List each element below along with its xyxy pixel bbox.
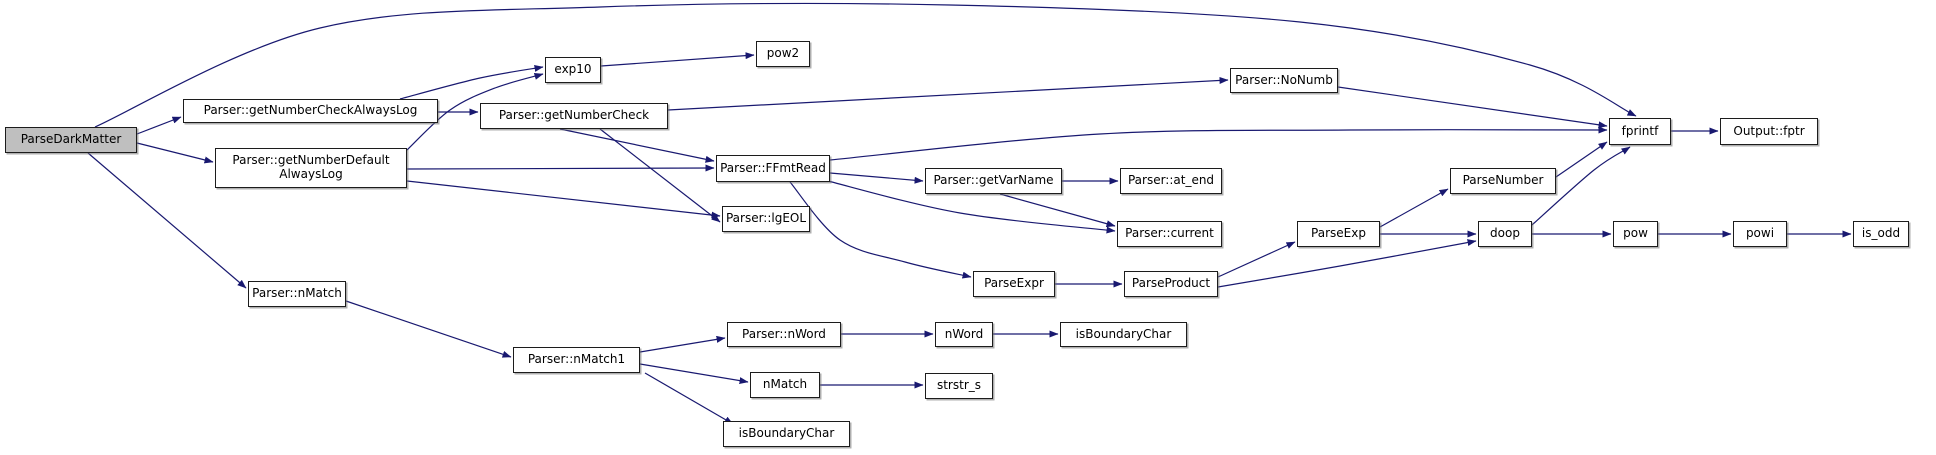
node-is-odd[interactable]: is_odd	[1853, 221, 1909, 247]
edge-get-number-check-to-ffmt-read	[559, 128, 715, 163]
edge-get-number-default-always-log-to-lgeol	[406, 180, 721, 219]
edge-parse-dark-matter-to-get-number-check-always-log	[136, 116, 182, 135]
edge-get-number-default-always-log-to-ffmt-read	[406, 164, 715, 172]
node-get-var-name[interactable]: Parser::getVarName	[925, 168, 1062, 194]
node-is-boundary-char-bottom[interactable]: isBoundaryChar	[723, 421, 850, 447]
node-exp10[interactable]: exp10	[545, 57, 601, 83]
edge-get-number-check-to-no-numb	[667, 76, 1229, 111]
node-pow[interactable]: pow	[1613, 221, 1658, 247]
node-get-number-default-always-log[interactable]: Parser::getNumberDefault AlwaysLog	[215, 148, 407, 188]
edge-parse-dark-matter-to-get-number-default-always-log	[136, 142, 214, 164]
edge-ffmt-read-to-parse-expr	[789, 181, 972, 279]
node-at-end[interactable]: Parser::at_end	[1120, 168, 1222, 194]
edge-parser-nmatch1-to-parser-nword	[639, 335, 726, 353]
edge-parse-exp-to-parse-number	[1379, 188, 1449, 228]
node-is-boundary-char-right[interactable]: isBoundaryChar	[1060, 322, 1187, 347]
node-get-number-check-always-log[interactable]: Parser::getNumberCheckAlwaysLog	[183, 99, 438, 123]
node-current[interactable]: Parser::current	[1117, 221, 1222, 247]
node-parse-expr[interactable]: ParseExpr	[973, 271, 1055, 297]
edge-parse-product-to-doop	[1217, 239, 1477, 288]
node-doop[interactable]: doop	[1478, 221, 1532, 247]
edge-no-numb-to-fprintf	[1337, 86, 1608, 129]
edge-get-number-check-to-lgeol	[599, 128, 721, 223]
node-parse-dark-matter[interactable]: ParseDarkMatter	[5, 127, 137, 153]
node-parser-nmatch[interactable]: Parser::nMatch	[248, 281, 346, 307]
edge-group	[87, 2, 1852, 425]
node-get-number-check[interactable]: Parser::getNumberCheck	[480, 103, 668, 129]
edge-ffmt-read-to-current	[823, 179, 1116, 234]
edge-doop-to-fprintf	[1531, 146, 1631, 226]
edge-parser-nmatch1-to-is-boundary-char-bottom	[644, 372, 734, 425]
edge-ffmt-read-to-fprintf	[829, 126, 1608, 161]
edge-get-number-check-always-log-to-exp10	[399, 64, 544, 100]
node-parse-product[interactable]: ParseProduct	[1124, 271, 1218, 297]
node-pow2[interactable]: pow2	[756, 41, 810, 67]
edge-parse-dark-matter-to-parser-nmatch	[87, 152, 247, 289]
edge-parse-dark-matter-to-fprintf	[94, 2, 1637, 128]
edge-ffmt-read-to-get-var-name	[829, 172, 924, 184]
node-parser-nword[interactable]: Parser::nWord	[727, 322, 841, 347]
node-strstr-s[interactable]: strstr_s	[925, 373, 993, 399]
node-no-numb[interactable]: Parser::NoNumb	[1230, 68, 1338, 93]
node-fprintf[interactable]: fprintf	[1609, 118, 1671, 145]
node-nword[interactable]: nWord	[935, 322, 993, 347]
edge-parser-nmatch-to-parser-nmatch1	[345, 300, 512, 358]
node-output-fptr[interactable]: Output::fptr	[1720, 118, 1818, 145]
edge-get-number-default-always-log-to-exp10	[406, 72, 544, 151]
edge-get-var-name-to-current	[999, 193, 1116, 228]
node-nmatch[interactable]: nMatch	[750, 372, 820, 398]
node-parser-nmatch1[interactable]: Parser::nMatch1	[513, 347, 640, 373]
edge-parse-product-to-parse-exp	[1217, 241, 1296, 278]
node-parse-exp[interactable]: ParseExp	[1297, 221, 1380, 247]
node-powi[interactable]: powi	[1733, 221, 1787, 247]
node-parse-number[interactable]: ParseNumber	[1450, 168, 1556, 194]
edge-parse-number-to-fprintf	[1555, 141, 1608, 178]
node-lgeol[interactable]: Parser::lgEOL	[722, 206, 810, 232]
node-ffmt-read[interactable]: Parser::FFmtRead	[716, 155, 830, 182]
edge-parser-nmatch1-to-nmatch	[639, 363, 749, 385]
edge-exp10-to-pow2	[600, 52, 755, 67]
